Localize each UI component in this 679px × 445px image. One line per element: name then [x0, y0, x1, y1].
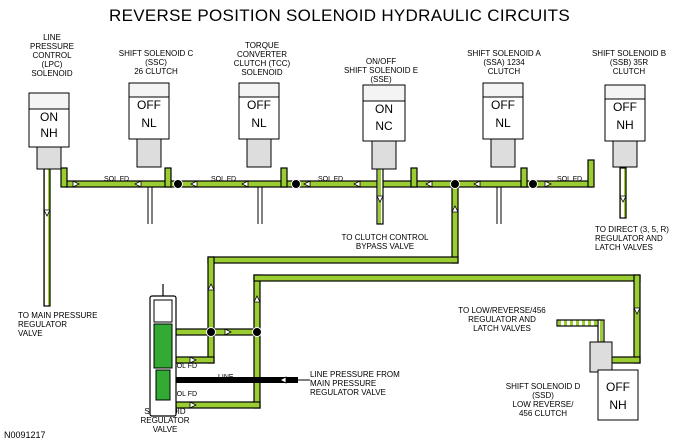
- solenoid-label-ssc: SHIFT SOLENOID C (SSC) 26 CLUTCH: [118, 49, 194, 76]
- solenoid-ssd-state2: NH: [609, 398, 627, 412]
- line-label-sol-fd-3: SOL FD: [318, 176, 344, 183]
- solenoid-lpc-state2: NH: [40, 126, 58, 140]
- solenoid-label-lpc: LINE PRESSURE CONTROL (LPC) SOLENOID: [29, 33, 74, 78]
- solenoid-ssa: OFF NL: [482, 82, 524, 172]
- solenoid-ssd-body: [589, 341, 639, 421]
- solenoid-sse-body: [362, 84, 406, 170]
- solenoid-tcc-state1: OFF: [247, 98, 271, 112]
- solenoid-label-sse: ON/OFF SHIFT SOLENOID E (SSE): [343, 57, 419, 84]
- solenoid-ssb-state1: OFF: [613, 100, 637, 114]
- solenoid-tcc: OFF NL: [238, 82, 280, 172]
- solenoid-regulator-valve: [149, 284, 177, 417]
- solenoid-ssa-body: [482, 82, 524, 168]
- solenoid-label-ssd: SHIFT SOLENOID D (SSD) LOW REVERSE/ 456 …: [505, 382, 581, 418]
- solenoid-lpc-state1: ON: [40, 110, 58, 124]
- exhaust-lines: [147, 187, 502, 224]
- solenoid-label-ssb: SHIFT SOLENOID B (SSB) 35R CLUTCH: [591, 49, 667, 76]
- solenoid-tcc-body: [238, 82, 280, 168]
- solenoid-sse-state1: ON: [375, 102, 393, 116]
- solenoid-ssc: OFF NL: [128, 82, 170, 172]
- callout-main-pressure: TO MAIN PRESSURE REGULATOR VALVE: [18, 311, 98, 338]
- figure-id: N0091217: [4, 430, 46, 440]
- line-label-sol-fd-4: SOL FD: [557, 176, 583, 183]
- solenoid-sse: ON NC: [362, 84, 406, 172]
- solenoid-label-ssa: SHIFT SOLENOID A (SSA) 1234 CLUTCH: [467, 49, 541, 76]
- line-pressure-feed: [150, 377, 310, 383]
- solenoid-ssa-state2: NL: [495, 116, 511, 130]
- solenoid-ssc-state2: NL: [141, 116, 157, 130]
- solenoid-lpc: ON NH: [28, 92, 70, 172]
- line-label-sol-fd-5: SOL FD: [172, 363, 198, 370]
- solenoid-lpc-body: [28, 92, 70, 170]
- solenoid-tcc-state2: NL: [251, 116, 267, 130]
- solenoid-ssc-state1: OFF: [137, 98, 161, 112]
- sol-fd-supply-loop: [175, 186, 641, 409]
- solenoid-ssd-state1: OFF: [606, 380, 630, 394]
- flow-arrows: [43, 180, 641, 409]
- line-label-sol-fd-6: SOL FD: [172, 391, 198, 398]
- sol-fd-main-gallery: [65, 180, 593, 188]
- check-ball-junctions: [173, 179, 538, 337]
- dashed-output-lines: [43, 167, 627, 343]
- callout-direct: TO DIRECT (3, 5, R) REGULATOR AND LATCH …: [595, 225, 669, 252]
- line-label-sol-fd-2: SOL FD: [211, 176, 237, 183]
- solenoid-sse-state2: NC: [375, 119, 393, 133]
- solenoid-ssb: OFF NH: [604, 84, 646, 172]
- solenoid-ssb-body: [604, 84, 646, 168]
- diagram-title: REVERSE POSITION SOLENOID HYDRAULIC CIRC…: [109, 6, 570, 25]
- solenoid-ssc-body: [128, 82, 170, 168]
- callout-low-reverse: TO LOW/REVERSE/456 REGULATOR AND LATCH V…: [458, 306, 546, 333]
- solenoid-ssd: OFF NH: [588, 340, 640, 422]
- solenoid-ssb-state2: NH: [616, 118, 634, 132]
- callout-line-pressure-from: LINE PRESSURE FROM MAIN PRESSURE REGULAT…: [310, 370, 400, 397]
- solenoid-feed-drops: [60, 159, 595, 188]
- callout-clutch-control: TO CLUTCH CONTROL BYPASS VALVE: [341, 233, 429, 251]
- solenoid-ssa-state1: OFF: [491, 98, 515, 112]
- solenoid-label-tcc: TORQUE CONVERTER CLUTCH (TCC) SOLENOID: [233, 41, 291, 77]
- line-label-sol-fd-1: SOL FD: [104, 176, 130, 183]
